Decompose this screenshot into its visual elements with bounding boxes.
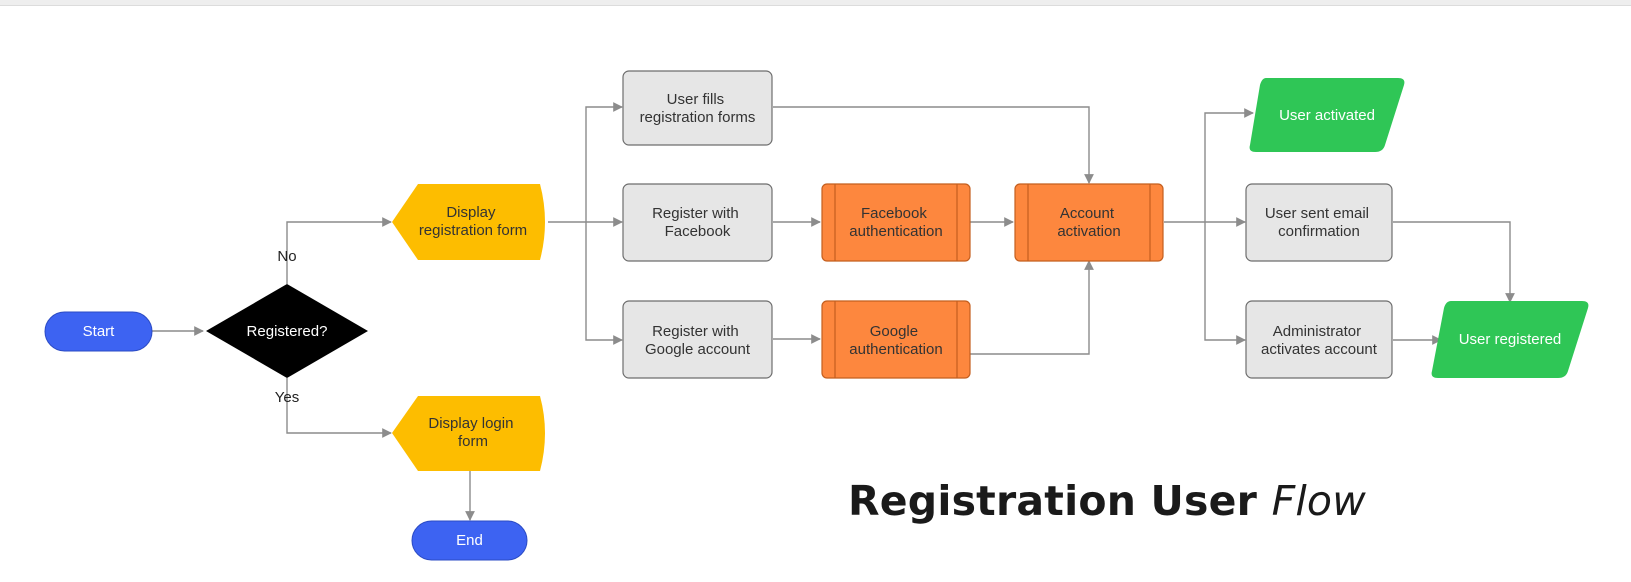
diagram-title: Registration User Flow xyxy=(848,477,1366,525)
node-administrator-activates-account[interactable]: Administrator activates account xyxy=(1245,300,1393,379)
node-register-with-facebook[interactable]: Register with Facebook xyxy=(622,183,773,262)
node-start[interactable]: Start xyxy=(44,311,153,352)
node-facebook-authentication[interactable]: Facebook authentication xyxy=(821,183,971,262)
edge-user-fills-to-activation xyxy=(773,106,1094,184)
node-registered-decision[interactable]: Registered? xyxy=(206,284,368,378)
node-account-activation[interactable]: Account activation xyxy=(1014,183,1164,262)
node-display-registration-form[interactable]: Display registration form xyxy=(392,184,545,260)
node-end-label: End xyxy=(456,532,483,549)
node-account-activation-label: Account activation xyxy=(1057,205,1120,240)
node-user-activated[interactable]: User activated xyxy=(1249,78,1405,152)
node-display-login-form[interactable]: Display login form xyxy=(392,396,545,471)
edge-registered-yes xyxy=(286,378,392,438)
node-facebook-auth-label: Facebook authentication xyxy=(849,205,942,240)
node-user-registered-label: User registered xyxy=(1459,331,1562,348)
edge-label-no: No xyxy=(277,248,296,265)
node-display-login-label: Display login form xyxy=(428,415,517,450)
node-user-registered[interactable]: User registered xyxy=(1431,301,1589,378)
node-registered-label: Registered? xyxy=(247,323,328,340)
node-display-registration-label: Display registration form xyxy=(419,204,527,239)
diagram-title-emphasis: Flow xyxy=(1271,477,1366,525)
node-user-sent-email-confirmation[interactable]: User sent email confirmation xyxy=(1245,183,1393,262)
top-toolbar-strip xyxy=(0,0,1631,6)
node-google-auth-label: Google authentication xyxy=(849,323,942,358)
edges: No Yes xyxy=(152,102,1515,521)
node-register-google-label: Register with Google account xyxy=(645,323,751,358)
edge-registered-no xyxy=(286,217,392,284)
edge-label-yes: Yes xyxy=(275,389,299,406)
node-user-sent-email-label: User sent email confirmation xyxy=(1265,205,1373,240)
node-user-fills-label: User fills registration forms xyxy=(640,91,756,126)
node-register-with-google[interactable]: Register with Google account xyxy=(622,300,773,379)
node-user-activated-label: User activated xyxy=(1279,107,1375,124)
node-end[interactable]: End xyxy=(411,520,528,561)
edge-fork-to-user-activated xyxy=(1204,108,1254,222)
edge-fork-to-admin xyxy=(1204,222,1246,345)
node-google-authentication[interactable]: Google authentication xyxy=(821,300,971,379)
node-user-fills-registration-forms[interactable]: User fills registration forms xyxy=(622,70,773,146)
edge-fork-to-user-fills xyxy=(585,102,623,222)
node-start-label: Start xyxy=(83,323,116,340)
node-register-facebook-label: Register with Facebook xyxy=(652,205,743,240)
diagram-title-main: Registration User xyxy=(848,477,1258,525)
node-admin-activates-label: Administrator activates account xyxy=(1261,323,1378,358)
edge-google-auth-to-activation xyxy=(970,260,1094,355)
edge-fork-to-register-google xyxy=(585,222,623,345)
edge-email-to-user-registered xyxy=(1393,221,1515,303)
